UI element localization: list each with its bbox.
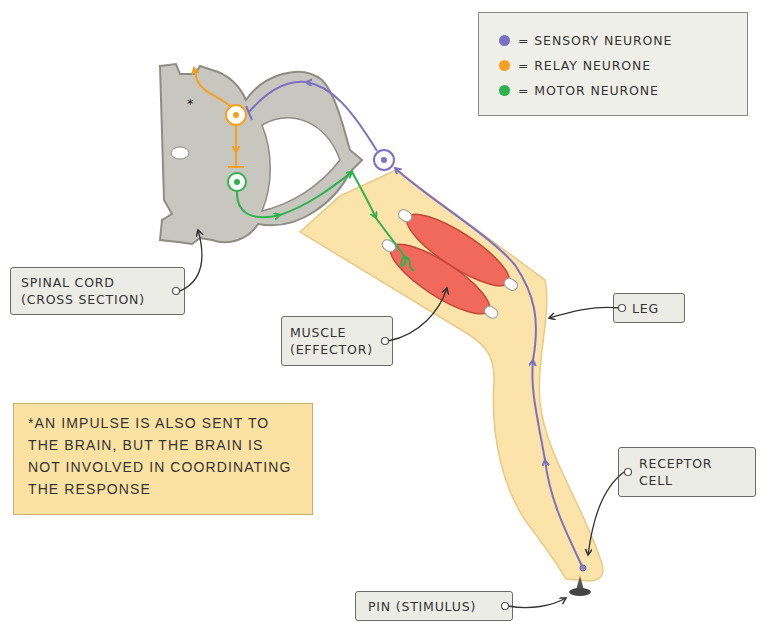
legend-text: = SENSORY NEURONE (518, 33, 672, 48)
root-gap (262, 118, 340, 211)
nucleus (234, 179, 240, 185)
leader-line (549, 307, 619, 318)
cell-body (228, 173, 246, 191)
note-box: *AN IMPULSE IS ALSO SENT TO THE BRAIN, B… (13, 403, 313, 515)
axon (237, 191, 280, 217)
axon (352, 172, 376, 218)
node-text: SPINAL CORD (CROSS SECTION) (21, 274, 168, 308)
tendon (397, 208, 414, 224)
callout-tag: PIN (STIMULUS) (355, 591, 513, 621)
legend-box: = SENSORY NEURONE = RELAY NEURONE = MOTOR … (478, 12, 748, 116)
legend-text: = RELAY NEURONE (518, 58, 651, 73)
callout-tag: MUSCLE (EFFECTOR) (281, 316, 393, 366)
synapse-bar (228, 166, 244, 168)
cell-body (374, 150, 394, 170)
tag-hole (382, 338, 389, 345)
node-text: PIN (STIMULUS) (368, 598, 498, 615)
leader-line (388, 288, 447, 341)
legend-row: = SENSORY NEURONE (499, 28, 747, 53)
axon (235, 152, 237, 166)
tendon (380, 238, 397, 254)
legend-swatch (499, 85, 510, 96)
legend-row: = MOTOR NEURONE (499, 78, 747, 103)
tag-hole (625, 469, 632, 476)
motor-end-plate (401, 256, 414, 271)
tag-hole (502, 603, 509, 610)
axon (376, 218, 404, 256)
tag-hole (173, 288, 180, 295)
node-text: *AN IMPULSE IS ALSO SENT TO THE BRAIN, B… (28, 412, 298, 500)
axon (532, 360, 545, 460)
callout-tag: SPINAL CORD (CROSS SECTION) (10, 267, 185, 315)
tendon (502, 276, 519, 292)
muscle-belly (382, 233, 498, 325)
leader-line (588, 472, 624, 555)
central-canal (171, 147, 189, 159)
leader-line (180, 230, 202, 291)
receptor-cell (580, 565, 586, 571)
callout-tag: LEG (613, 293, 685, 323)
leg-shape (300, 170, 603, 581)
tag-holes (173, 288, 632, 610)
legend-text: = MOTOR NEURONE (518, 83, 659, 98)
legend-swatch (499, 35, 510, 46)
pin-point (576, 576, 584, 590)
leader-lines (180, 230, 624, 608)
node-text: RECEPTOR CELL (639, 455, 749, 489)
legend-row: = RELAY NEURONE (499, 53, 747, 78)
synapse-bar (246, 106, 252, 120)
nucleus (233, 112, 239, 118)
relay-neurone (194, 68, 246, 167)
spinal-cord-shape (160, 64, 362, 244)
cell-body (226, 105, 246, 125)
axon (395, 168, 536, 360)
axon (235, 125, 237, 152)
leader-line (508, 598, 566, 608)
legend-swatch (499, 60, 510, 71)
node-text: MUSCLE (EFFECTOR) (290, 324, 378, 358)
tag-hole (619, 305, 626, 312)
axon (545, 460, 582, 566)
pin-head (569, 588, 591, 596)
nucleus (381, 157, 387, 163)
tendon (483, 304, 500, 320)
footnote-marker: * (187, 96, 194, 111)
node-text: LEG (632, 300, 678, 317)
axon (194, 68, 231, 107)
motor-neurone (228, 172, 414, 271)
axon (306, 82, 377, 151)
callout-tag: RECEPTOR CELL (618, 447, 756, 497)
axon (249, 82, 306, 112)
axon (280, 172, 352, 215)
